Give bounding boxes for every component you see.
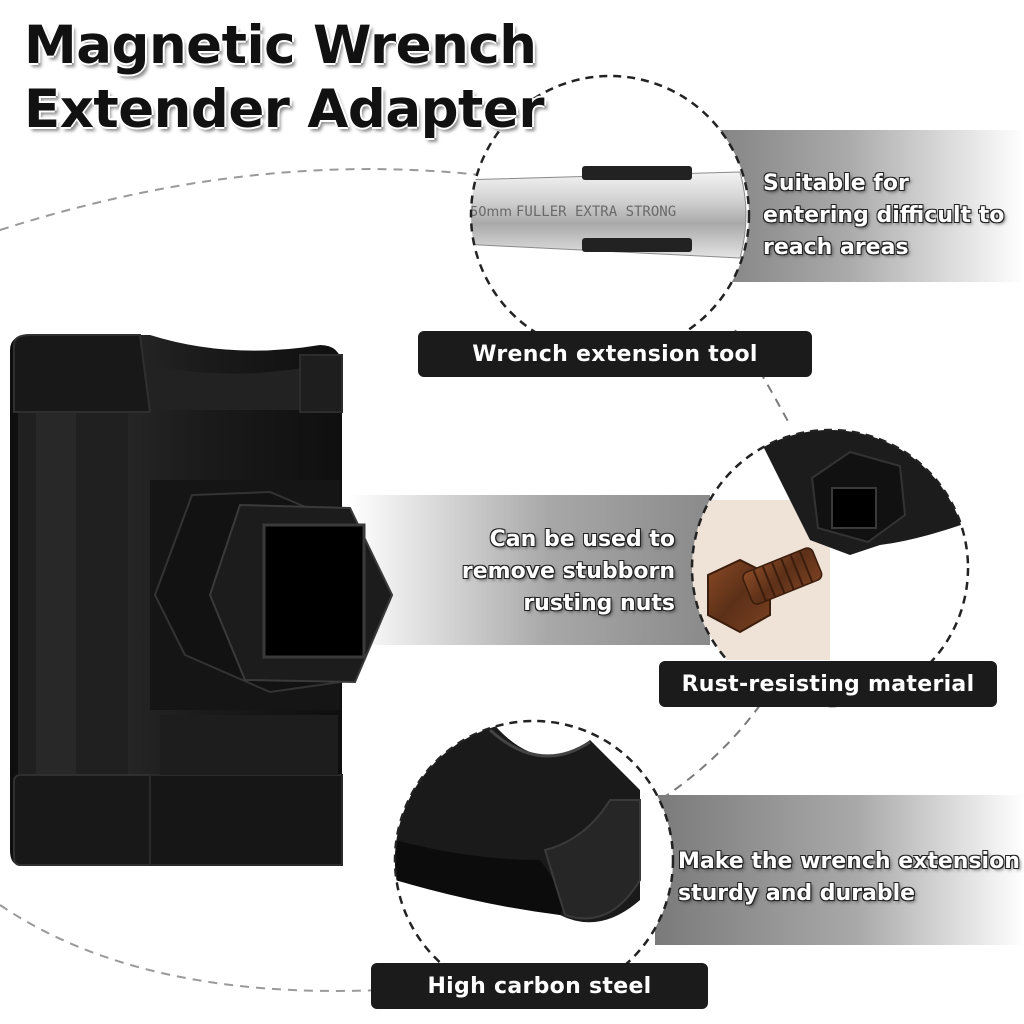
title-line-1: Magnetic Wrench: [24, 15, 537, 76]
wrench-size-mark: 50mm: [470, 205, 512, 220]
adapter-product-image: [10, 334, 394, 866]
label-high-carbon-steel: High carbon steel: [371, 963, 708, 1009]
feature-band-steel: [655, 795, 1024, 945]
wrench-detail-photo: 50mm FULLER EXTRA STRONG: [469, 74, 751, 356]
label-wrench-extension-tool: Wrench extension tool: [418, 331, 812, 377]
decorative-dashed-arc: [0, 904, 381, 992]
page-title: Magnetic Wrench Extender Adapter: [24, 14, 544, 142]
feature-description-steel: Make the wrench extension sturdy and dur…: [678, 849, 1020, 906]
label-rust-resisting-material: Rust-resisting material: [659, 661, 997, 707]
decorative-dashed-arc: [0, 168, 481, 231]
feature-description-reach: Suitable for entering difficult to reach…: [763, 171, 1005, 260]
feature-description-rust: Can be used to remove stubborn rusting n…: [461, 527, 675, 616]
steel-detail-photo: [393, 719, 675, 1001]
wrench-engraving: FULLER EXTRA STRONG: [516, 204, 676, 220]
title-line-2: Extender Adapter: [24, 79, 544, 140]
feature-band-rust: [350, 495, 710, 645]
decorative-dashed-arc: [659, 704, 761, 801]
feature-band-reach: [700, 130, 1024, 282]
